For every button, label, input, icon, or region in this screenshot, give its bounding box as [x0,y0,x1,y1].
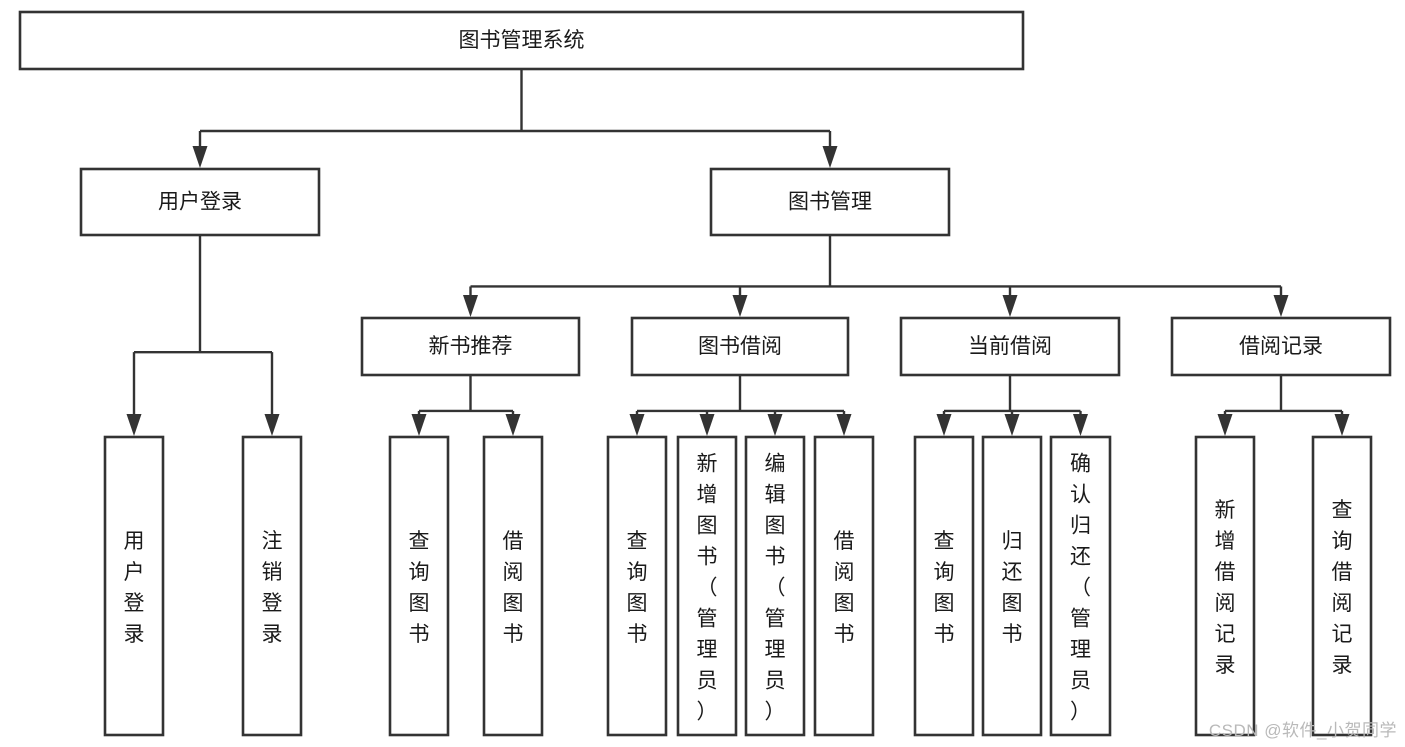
node-leaf-query-book-rec[interactable]: 查询图书 [388,435,450,737]
node-label-leaf-return-book: 归还图书 [1002,530,1023,646]
node-box-leaf-query-book-rec [388,435,450,737]
node-label-user-login: 用户登录 [158,191,242,214]
node-label-leaf-edit-book: 编辑图书（管理员） [765,453,786,724]
node-leaf-add-record[interactable]: 新增借阅记录 [1194,435,1256,737]
node-box-borrow-record [1170,316,1392,377]
node-label-leaf-query-record: 查询借阅记录 [1332,499,1353,677]
node-label-leaf-user-login: 用户登录 [124,530,145,646]
node-leaf-query-book-cb[interactable]: 查询图书 [913,435,975,737]
node-leaf-borrow-book-bb[interactable]: 借阅图书 [813,435,875,737]
node-box-leaf-add-record [1194,435,1256,737]
node-box-leaf-query-record [1311,435,1373,737]
node-box-book-borrow [630,316,850,377]
node-label-book-borrow: 图书借阅 [698,335,782,358]
node-leaf-query-book-bb[interactable]: 查询图书 [606,435,668,737]
node-box-book-manage [709,167,951,237]
node-leaf-logout[interactable]: 注销登录 [241,435,303,737]
node-label-leaf-logout: 注销登录 [262,530,283,646]
node-box-current-borrow [899,316,1121,377]
node-leaf-add-book[interactable]: 新增图书（管理员） [676,435,738,737]
node-label-new-book-rec: 新书推荐 [429,335,513,358]
node-box-leaf-edit-book [744,435,806,737]
node-leaf-return-book[interactable]: 归还图书 [981,435,1043,737]
node-label-leaf-add-record: 新增借阅记录 [1215,499,1236,677]
node-label-book-manage: 图书管理 [788,191,872,214]
node-current-borrow[interactable]: 当前借阅 [899,316,1121,377]
node-leaf-query-record[interactable]: 查询借阅记录 [1311,435,1373,737]
node-leaf-user-login[interactable]: 用户登录 [103,435,165,737]
node-label-current-borrow: 当前借阅 [968,335,1052,358]
node-leaf-confirm-return[interactable]: 确认归还（管理员） [1049,435,1112,737]
node-new-book-rec[interactable]: 新书推荐 [360,316,581,377]
node-box-leaf-query-book-bb [606,435,668,737]
node-box-user-login [79,167,321,237]
node-box-new-book-rec [360,316,581,377]
node-label-root: 图书管理系统 [459,29,585,52]
node-label-leaf-query-book-bb: 查询图书 [627,530,648,646]
node-label-borrow-record: 借阅记录 [1239,335,1323,358]
node-box-leaf-confirm-return [1049,435,1112,737]
node-layer: 图书管理系统用户登录图书管理新书推荐图书借阅当前借阅借阅记录用户登录注销登录查询… [18,10,1392,737]
node-box-leaf-query-book-cb [913,435,975,737]
node-label-leaf-borrow-book-rec: 借阅图书 [503,530,524,646]
node-label-leaf-query-book-cb: 查询图书 [934,530,955,646]
node-user-login[interactable]: 用户登录 [79,167,321,237]
node-label-leaf-confirm-return: 确认归还（管理员） [1070,453,1091,724]
node-box-leaf-logout [241,435,303,737]
node-book-borrow[interactable]: 图书借阅 [630,316,850,377]
node-root[interactable]: 图书管理系统 [18,10,1025,71]
node-leaf-edit-book[interactable]: 编辑图书（管理员） [744,435,806,737]
node-box-leaf-borrow-book-rec [482,435,544,737]
node-box-leaf-return-book [981,435,1043,737]
node-borrow-record[interactable]: 借阅记录 [1170,316,1392,377]
node-label-leaf-query-book-rec: 查询图书 [409,530,430,646]
node-box-root [18,10,1025,71]
node-leaf-borrow-book-rec[interactable]: 借阅图书 [482,435,544,737]
node-box-leaf-borrow-book-bb [813,435,875,737]
node-box-leaf-add-book [676,435,738,737]
connector-layer [126,69,1350,436]
node-label-leaf-borrow-book-bb: 借阅图书 [834,530,855,646]
node-book-manage[interactable]: 图书管理 [709,167,951,237]
node-box-leaf-user-login [103,435,165,737]
node-label-leaf-add-book: 新增图书（管理员） [697,453,718,724]
